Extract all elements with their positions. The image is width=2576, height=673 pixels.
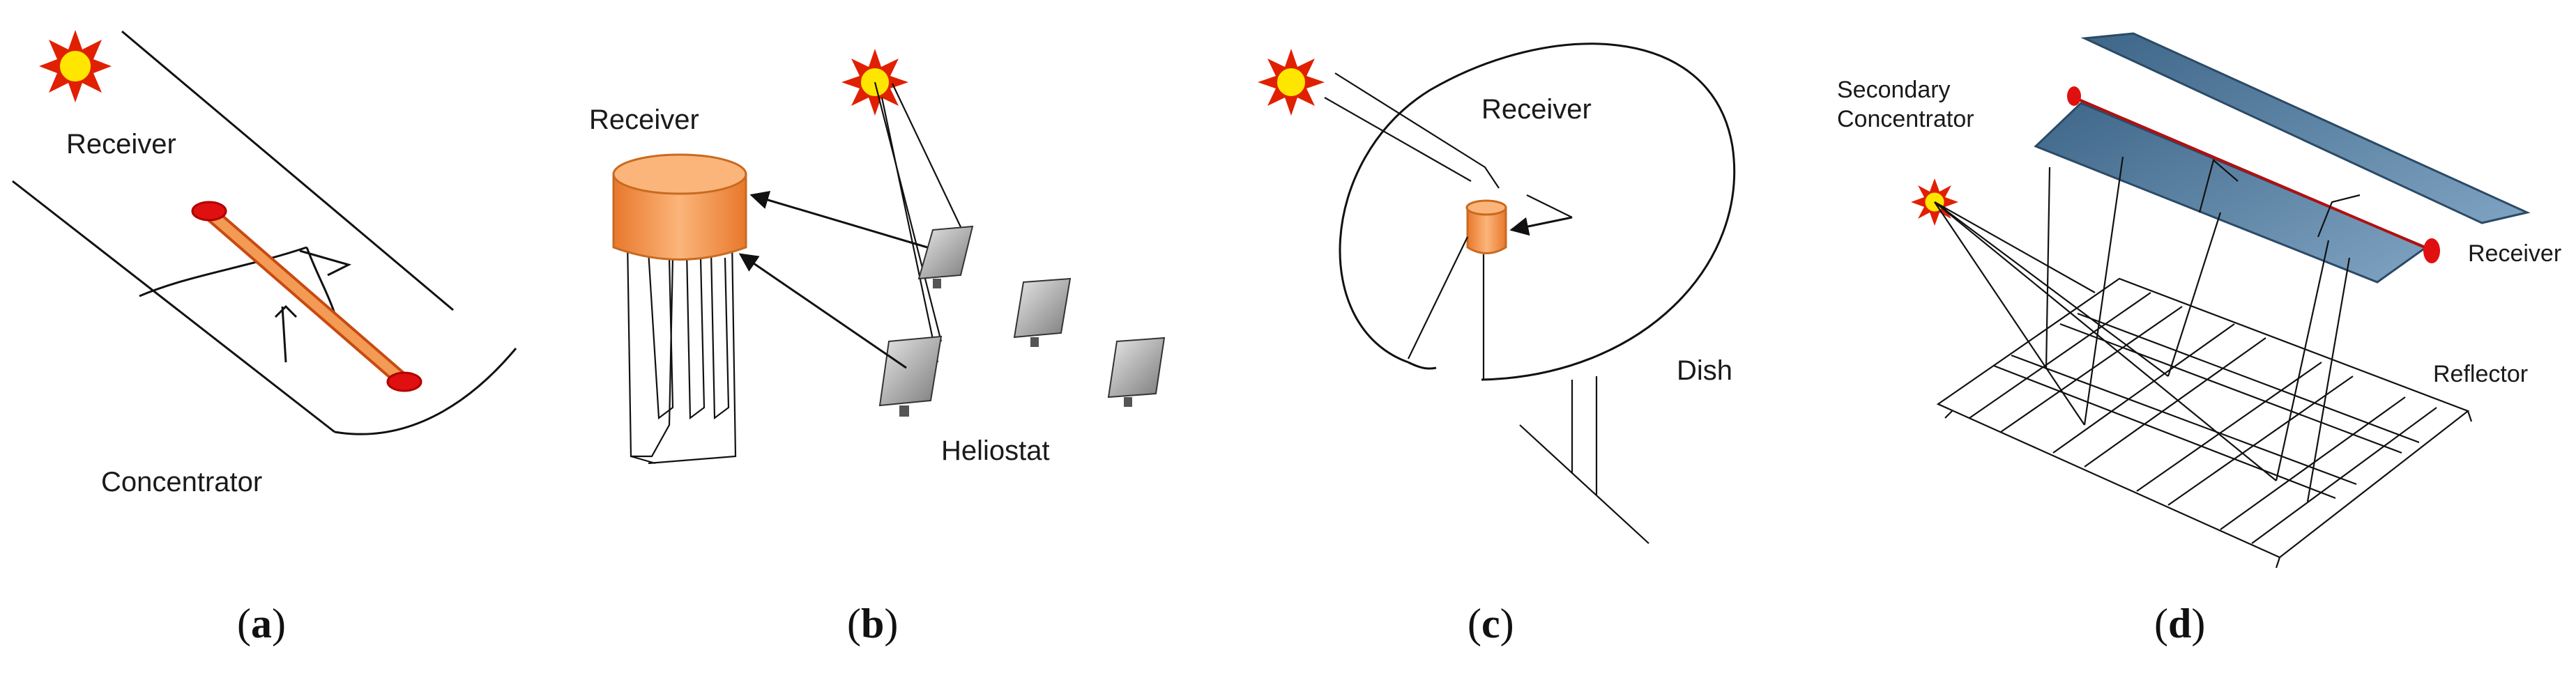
panel-d: Secondary Concentrator: [1837, 32, 2561, 647]
caption-b: (b): [847, 601, 898, 647]
receiver-label: Receiver: [1481, 94, 1592, 125]
sun-icon: [1258, 49, 1325, 116]
heliostat-1: [917, 225, 974, 288]
heliostat-4: [1107, 336, 1166, 407]
reflector-field: [1936, 277, 2473, 568]
reflected-rays: [2045, 156, 2361, 502]
caption-d: (d): [2154, 601, 2205, 647]
panel-c: Receiver Dish (c): [1258, 42, 1736, 647]
heliostat-label: Heliostat: [941, 435, 1050, 466]
tower-structure: [626, 240, 737, 465]
receiver-tube: [191, 201, 422, 392]
sun-rays: [874, 82, 963, 363]
dish-label: Dish: [1677, 355, 1732, 386]
secondary-label-line2: Concentrator: [1837, 106, 1974, 132]
sun-icon: [39, 30, 112, 102]
dish-concentrator: [1339, 42, 1736, 381]
panel-a: Receiver Concentrator (a): [12, 30, 517, 647]
trough-concentrator: [12, 30, 517, 435]
reflector-label: Reflector: [2433, 361, 2528, 387]
caption-a: (a): [237, 601, 286, 647]
receiver-label: Receiver: [66, 129, 176, 160]
reflected-arrows: [738, 190, 928, 369]
receiver-label: Receiver: [589, 105, 699, 135]
reflected-ray-arrows: [274, 249, 352, 363]
dish-receiver: [1465, 199, 1507, 254]
secondary-label-line1: Secondary: [1837, 77, 1951, 103]
caption-c: (c): [1468, 601, 1514, 647]
heliostat-2: [878, 335, 943, 417]
reflected-rays: [1408, 194, 1573, 359]
heliostat-3: [1013, 277, 1072, 347]
secondary-concentrator: [2034, 32, 2531, 284]
dish-support: [1482, 254, 1649, 544]
tower-receiver: [612, 153, 747, 261]
panel-b: Receiver: [589, 49, 1166, 647]
sun-rays: [1324, 72, 1500, 189]
receiver-tube: [2067, 86, 2440, 263]
receiver-label: Receiver: [2468, 240, 2561, 267]
concentrator-label: Concentrator: [101, 467, 262, 497]
